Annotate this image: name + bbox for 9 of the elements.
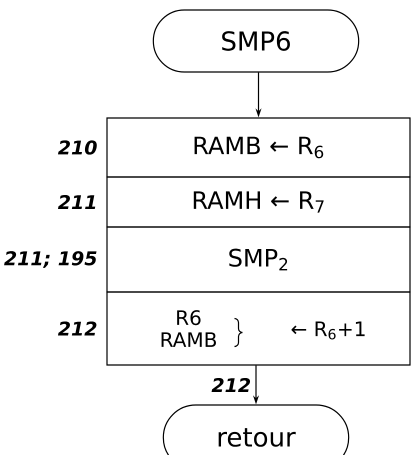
step-number: 211: [58, 194, 96, 210]
process-box: RAMH ← R$_{7}$: [106, 176, 411, 228]
edge-label: 212: [210, 376, 252, 394]
step-number: 212: [58, 321, 96, 336]
step-number: 211; 195: [4, 251, 96, 268]
process-box: R6 RAMB ← R$_{6}$+1: [106, 291, 411, 366]
process-box: RAMB ← R$_{6}$: [106, 117, 411, 178]
step-number: 210: [58, 140, 97, 155]
process-box: SMP$_{2}$: [106, 226, 411, 293]
